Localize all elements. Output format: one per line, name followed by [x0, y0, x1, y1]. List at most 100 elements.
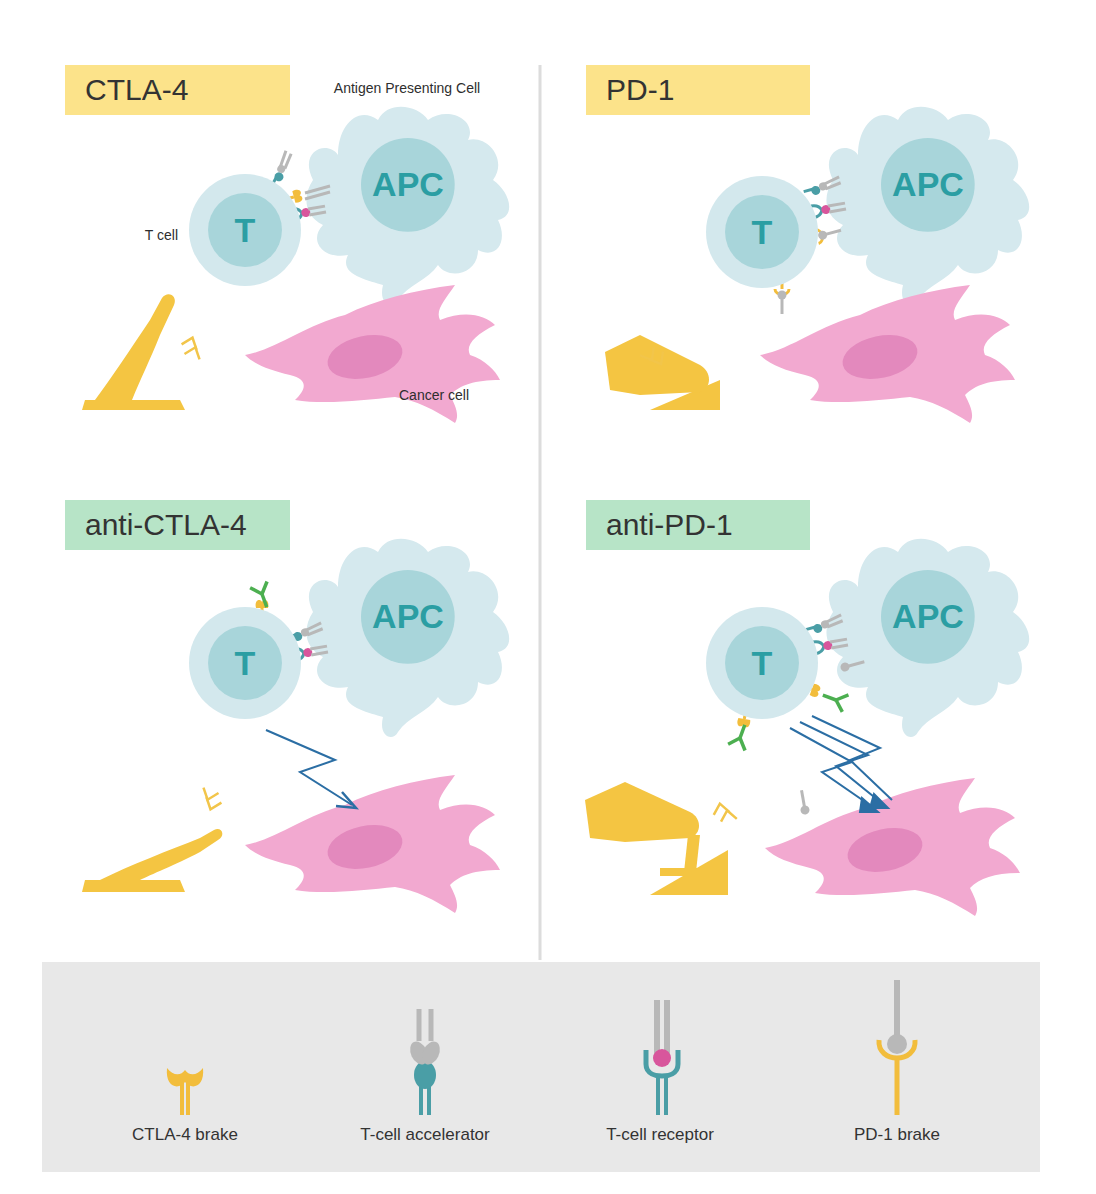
attack-arrow — [266, 730, 352, 805]
brake-pedal-icon — [660, 868, 720, 876]
hand-brake-icon — [95, 294, 175, 400]
t-cell: T — [189, 607, 301, 719]
hand-brake-icon — [197, 788, 224, 812]
legend-icon-accelerator — [419, 1085, 423, 1115]
hand-brake-icon — [82, 788, 224, 892]
legend-icon-pd1 — [887, 1034, 907, 1054]
panel-title: PD-1 — [586, 65, 810, 115]
t-cell: T — [706, 607, 818, 719]
apc-cell-body — [306, 539, 509, 737]
t-cell: T — [706, 176, 818, 288]
hand-brake-icon — [100, 829, 222, 880]
receptors — [839, 657, 865, 672]
apc-cell-body — [306, 107, 1029, 737]
receptors — [250, 582, 275, 611]
legend-icon-accelerator — [407, 1009, 444, 1115]
receptors — [813, 636, 849, 654]
apc-nucleus-shape — [881, 570, 975, 664]
t-cell-membrane — [189, 174, 301, 286]
apc-nucleus: APC — [361, 570, 455, 664]
receptors — [811, 200, 847, 218]
legend-text: CTLA-4 brake — [132, 1125, 238, 1145]
legend-icon-pd1 — [879, 1040, 915, 1058]
brake-pedal-icon — [712, 801, 737, 823]
t-cell-membrane — [706, 607, 818, 719]
apc-nucleus-shape — [361, 138, 455, 232]
cancer-cell — [245, 285, 500, 423]
apc-cell-body — [306, 107, 509, 305]
apc-nucleus: APC — [881, 138, 975, 232]
apc-cell-body — [826, 107, 1029, 305]
t-cell-membrane — [189, 607, 301, 719]
hand-brake-icon — [82, 400, 185, 410]
cell-label: T — [235, 644, 256, 683]
panel-divider — [539, 65, 542, 960]
cell-label: APC — [372, 165, 444, 204]
attack-arrow — [336, 792, 356, 808]
brake-pedal-icon — [585, 782, 737, 895]
panel-title-text: anti-PD-1 — [606, 508, 733, 542]
annotation-label: Cancer cell — [399, 387, 469, 403]
legend-icon-tcr — [646, 1000, 678, 1115]
apc-cell-body — [826, 539, 1029, 737]
panel-title-text: CTLA-4 — [85, 73, 188, 107]
legend-text: T-cell receptor — [606, 1125, 714, 1145]
receptors — [797, 790, 810, 816]
receptors — [728, 722, 753, 751]
hand-brake-icon — [82, 880, 185, 892]
legend-icon-accelerator — [414, 1061, 436, 1089]
legend-icon-tcr — [664, 1076, 668, 1115]
t-cell-nucleus — [725, 195, 799, 269]
cancer-cell — [245, 775, 500, 913]
legend-icon-tcr — [656, 1076, 660, 1115]
receptors — [802, 177, 842, 198]
attack-arrow — [800, 722, 884, 805]
t-cell-nucleus — [208, 626, 282, 700]
panel-title: CTLA-4 — [65, 65, 290, 115]
panel-title-text: PD-1 — [606, 73, 674, 107]
hand-brake-icon — [179, 335, 206, 359]
annotation-label: Antigen Presenting Cell — [334, 80, 480, 96]
attack-arrow — [870, 794, 888, 808]
legend-icon-accelerator — [419, 1039, 444, 1068]
attack-arrow — [812, 716, 892, 800]
t-cell: T — [189, 174, 301, 286]
brake-pedal-icon — [640, 344, 668, 371]
cancer-cell — [765, 778, 1020, 916]
legend-icon-accelerator — [417, 1009, 422, 1041]
apc-nucleus-shape — [361, 570, 455, 664]
cell-label: T — [752, 644, 773, 683]
legend-text: T-cell accelerator — [360, 1125, 489, 1145]
cell-label: APC — [892, 597, 964, 636]
cell-label: T — [235, 211, 256, 250]
brake-pedal-icon — [605, 335, 720, 410]
cell-label: APC — [892, 165, 964, 204]
annotation-label: T cell — [145, 227, 178, 243]
legend-text: PD-1 brake — [854, 1125, 940, 1145]
cancer-cell — [245, 285, 1020, 916]
legend-icon-ctla4 — [167, 1068, 203, 1115]
cell-label: T — [752, 213, 773, 252]
cancer-cell — [760, 285, 1015, 423]
panel-title: anti-CTLA-4 — [65, 500, 290, 550]
brake-pedal-icon — [605, 335, 709, 395]
t-cell-nucleus — [208, 193, 282, 267]
legend-icon-ctla4 — [167, 1068, 203, 1086]
legend-icon-accelerator — [427, 1085, 431, 1115]
attack-arrow — [266, 716, 892, 812]
apc-nucleus-shape — [881, 138, 975, 232]
brake-pedal-icon — [684, 835, 700, 872]
legend-icon-pd1 — [879, 980, 915, 1115]
cell-label: APC — [372, 597, 444, 636]
t-cell-nucleus — [725, 626, 799, 700]
receptors — [305, 192, 330, 199]
receptors — [820, 687, 849, 712]
legend-icon-tcr — [646, 1050, 678, 1076]
t-cell-membrane — [706, 176, 818, 288]
brake-pedal-icon — [585, 782, 699, 842]
legend-icon-pd1 — [895, 1060, 900, 1115]
legend-icon-accelerator — [429, 1009, 434, 1041]
legend-band — [42, 962, 1040, 1172]
receptors — [804, 615, 844, 636]
